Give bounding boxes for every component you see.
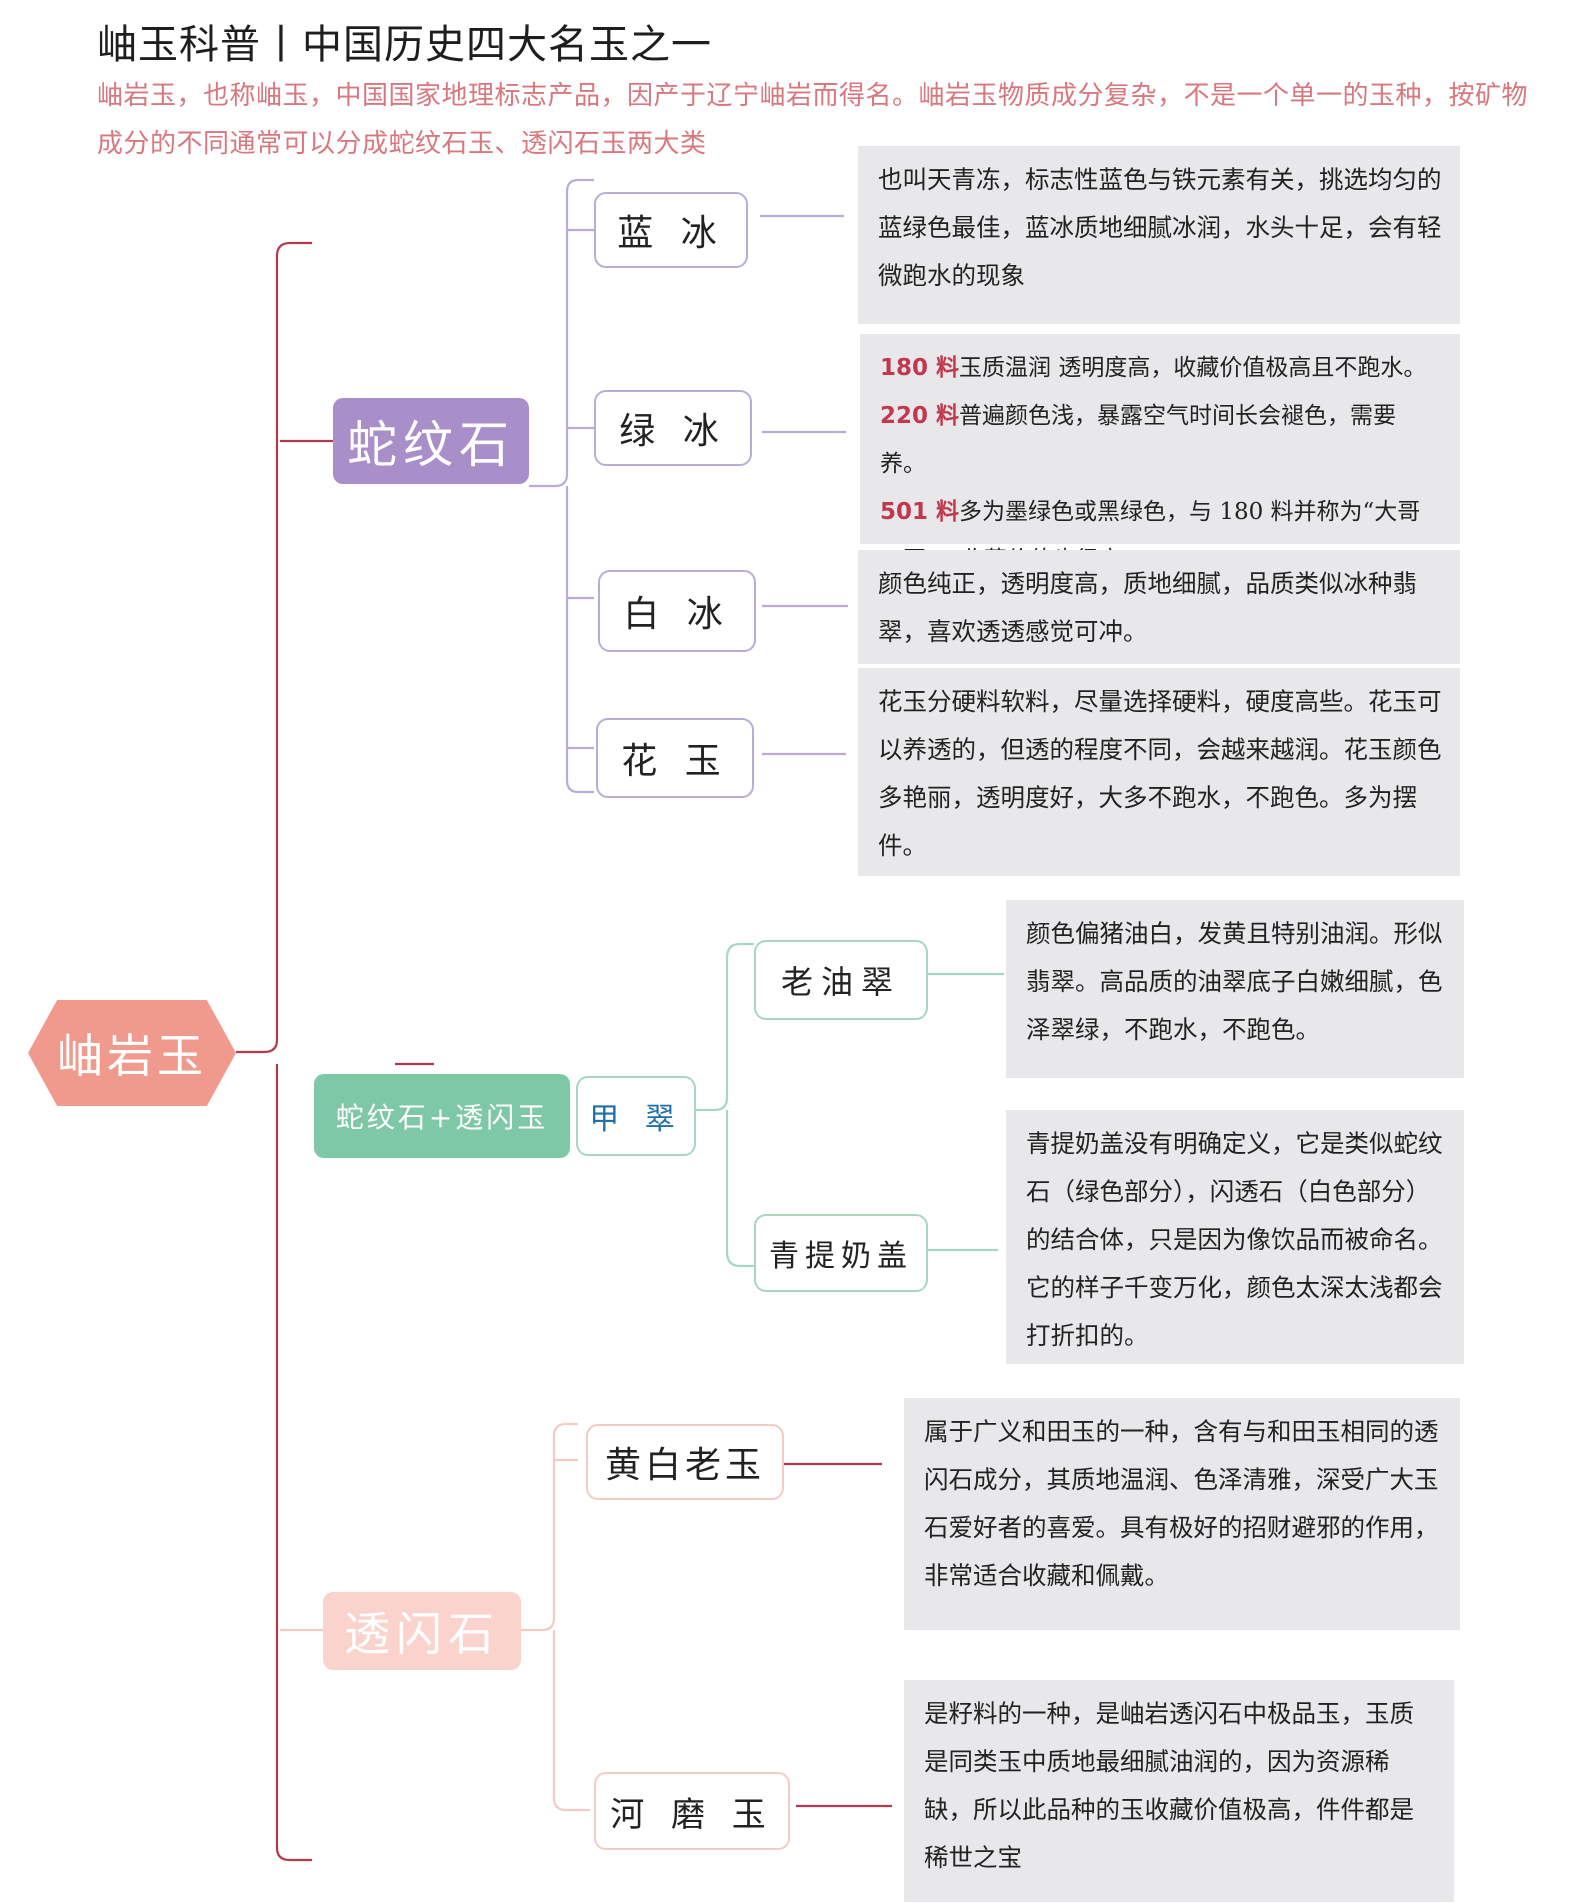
category-mixed: 蛇纹石+透闪玉: [314, 1074, 570, 1158]
node-hemoyu: 河 磨 玉: [594, 1772, 790, 1850]
node-lanbing: 蓝 冰: [594, 192, 748, 268]
page-title: 岫玉科普丨中国历史四大名玉之一: [97, 22, 712, 68]
node-huayu: 花 玉: [596, 718, 754, 798]
node-laoyoucui: 老油翠: [754, 940, 928, 1020]
tremolite-bracket: [521, 1422, 590, 1812]
desc-lanbing: 也叫天青冻，标志性蓝色与铁元素有关，挑选均匀的蓝绿色最佳，蓝冰质地细腻冰润，水头…: [858, 146, 1460, 324]
lvbing-line-220: 220 料普遍颜色浅，暴露空气时间长会褪色，需要养。: [880, 403, 1397, 477]
node-qingtinaigai: 青提奶盖: [754, 1214, 928, 1292]
node-lvbing: 绿 冰: [594, 390, 752, 466]
desc-huayu: 花玉分硬料软料，尽量选择硬料，硬度高些。花玉可以养透的，但透的程度不同，会越来越…: [858, 668, 1460, 876]
desc-baibing: 颜色纯正，透明度高，质地细腻，品质类似冰种翡翠，喜欢透透感觉可冲。: [858, 550, 1460, 664]
node-huangbailaoyu: 黄白老玉: [586, 1424, 784, 1500]
desc-huangbailaoyu: 属于广义和田玉的一种，含有与和田玉相同的透闪石成分，其质地温润、色泽清雅，深受广…: [904, 1398, 1460, 1630]
page-subtitle: 岫岩玉，也称岫玉，中国国家地理标志产品，因产于辽宁岫岩而得名。岫岩玉物质成分复杂…: [97, 81, 1529, 159]
mixed-bracket: [692, 942, 754, 1268]
root-node: 岫岩玉: [28, 1000, 236, 1106]
lvbing-line-180: 180 料玉质温润 透明度高，收藏价值极高且不跑水。: [880, 355, 1427, 381]
node-baibing: 白 冰: [598, 570, 756, 652]
desc-qingtinaigai: 青提奶盖没有明确定义，它是类似蛇纹石（绿色部分），闪透石（白色部分）的结合体，只…: [1006, 1110, 1464, 1364]
main-spine: [236, 241, 312, 1862]
node-jiacui: 甲 翠: [576, 1076, 696, 1156]
category-serpentine: 蛇纹石: [333, 398, 529, 484]
desc-lvbing: 180 料玉质温润 透明度高，收藏价值极高且不跑水。 220 料普遍颜色浅，暴露…: [860, 334, 1460, 573]
desc-hemoyu: 是籽料的一种，是岫岩透闪石中极品玉，玉质是同类玉中质地最细腻油润的，因为资源稀缺…: [904, 1680, 1454, 1902]
desc-laoyoucui: 颜色偏猪油白，发黄且特别油润。形似翡翠。高品质的油翠底子白嫩细腻，色泽翠绿，不跑…: [1006, 900, 1464, 1078]
category-tremolite: 透闪石: [323, 1592, 521, 1670]
serpentine-bracket: [529, 178, 594, 794]
